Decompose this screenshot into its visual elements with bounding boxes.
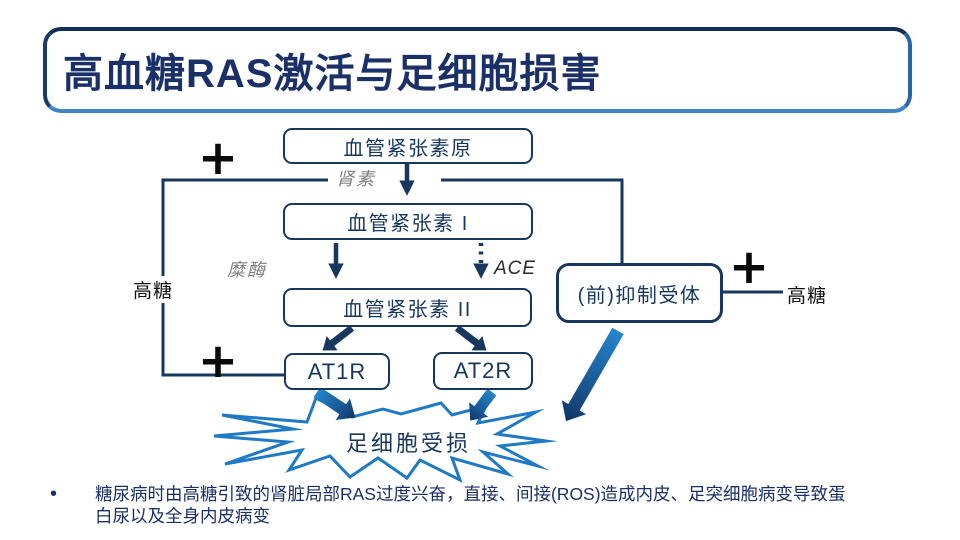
node-at1r: AT1R	[284, 353, 390, 390]
node-angiotensin-i: 血管紧张素 I	[283, 203, 533, 240]
label-high-glucose-left: 高糖	[131, 276, 176, 303]
node-at2r: AT2R	[433, 352, 533, 390]
at1r-damage-arrow	[313, 387, 356, 421]
bullet-text: 糖尿病时由高糖引致的肾脏局部RAS过度兴奋，直接、间接(ROS)造成内皮、足突细…	[95, 484, 846, 526]
plus-sign-right: +	[728, 239, 770, 295]
bullet-note: • 糖尿病时由高糖引致的肾脏局部RAS过度兴奋，直接、间接(ROS)造成内皮、足…	[50, 483, 862, 527]
node-angiotensinogen: 血管紧张素原	[283, 128, 533, 164]
at2r-damage-arrow	[469, 388, 497, 421]
angii-to-at1r-arrow	[322, 325, 355, 351]
node-angiotensin-ii: 血管紧张素 II	[283, 288, 532, 327]
plus-sign-top-left: +	[197, 130, 239, 186]
label-renin: 肾素	[336, 169, 376, 189]
label-high-glucose-right: 高糖	[787, 286, 828, 307]
receptor-damage-arrow	[561, 327, 624, 422]
slide-title: 高血糖RAS激活与足细胞损害	[63, 52, 602, 96]
label-podocyte-damage: 足细胞受损	[346, 431, 472, 456]
title-box: 高血糖RAS激活与足细胞损害	[43, 27, 912, 113]
label-ace: ACE	[494, 258, 537, 279]
bullet-marker: •	[50, 483, 58, 505]
angii-to-at2r-arrow	[454, 325, 487, 351]
label-chymase: 糜酶	[227, 260, 267, 280]
plus-sign-bottom-left: +	[197, 333, 239, 389]
node-prorenin-receptor: (前)抑制受体	[556, 263, 723, 323]
